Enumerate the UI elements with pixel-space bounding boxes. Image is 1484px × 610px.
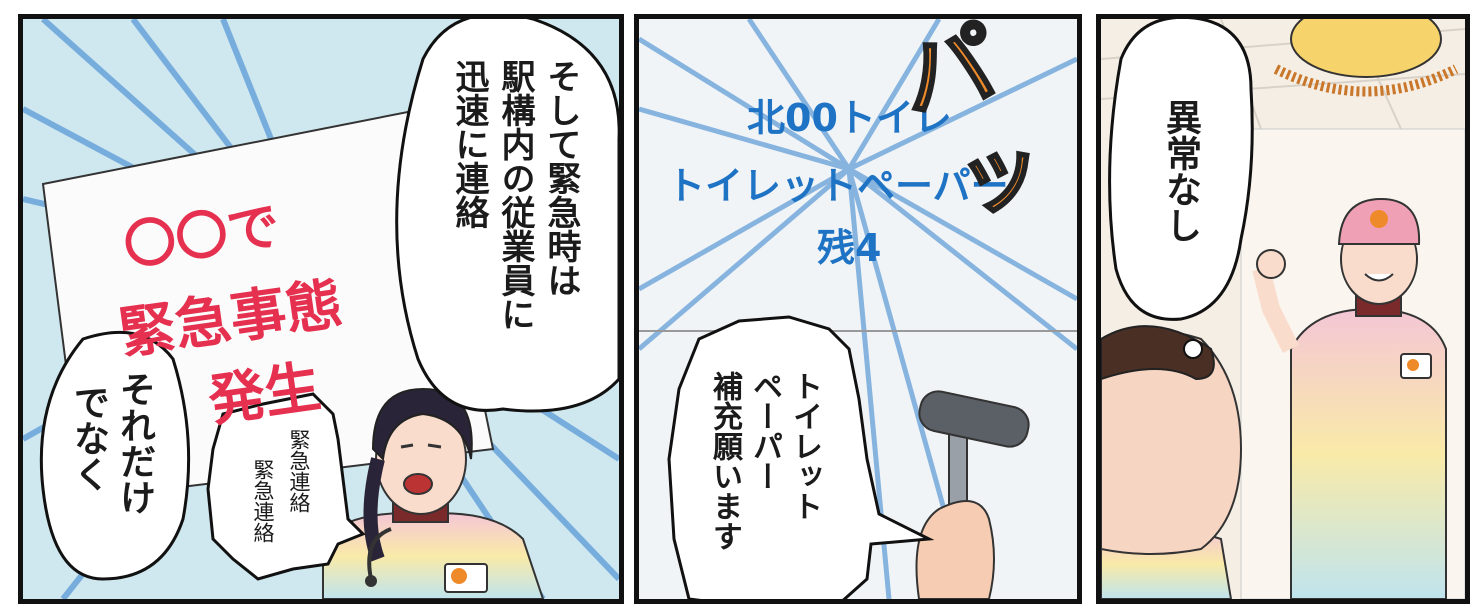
bubble-handset-col-3: 補充願います: [707, 371, 742, 551]
foreground-man: [1101, 325, 1243, 599]
panel-3-art: [1101, 19, 1465, 599]
comic-panel-3: 異常なし: [1096, 14, 1470, 604]
bubble-left-col-1: それだけ: [114, 371, 155, 515]
thought-bubble: [1108, 19, 1254, 321]
display-line-1: 北00トイレ: [747, 96, 952, 140]
thought-bubble-text: 異常なし: [1160, 99, 1201, 243]
speech-bubble-handset: [667, 315, 935, 599]
speech-bubble-urgent: [206, 392, 366, 581]
microphone-icon: [365, 575, 377, 587]
comic-panel-2: 北00トイレ トイレットペーパー 残4 パ ッ トイレット ペーパー 補充願いま…: [634, 14, 1082, 604]
bubble-left-col-2: でなく: [68, 384, 109, 492]
panel-1-art: [23, 19, 619, 599]
sign-line-3: 発生: [204, 354, 325, 435]
worker-ok-sign: [1252, 197, 1447, 599]
comic-panel-1: 〇〇で 緊急事態 発生 そして緊急時は 駅構内の従業員に 迅速に連絡 それだけ …: [18, 14, 624, 604]
panel-2-art: [639, 19, 1077, 599]
speech-bubble-main: [395, 19, 619, 413]
mop-head: [1273, 19, 1459, 97]
bubble-main-col-1: そして緊急時は: [541, 59, 581, 297]
speech-bubble-left: [39, 330, 191, 581]
handset-hand: [915, 390, 1030, 599]
bubble-urgent-col-2: 緊急連絡: [251, 459, 275, 543]
bubble-main-col-2: 駅構内の従業員に: [495, 59, 535, 331]
sfx-tsu: ッ: [950, 118, 1050, 230]
bubble-urgent-col-1: 緊急連絡: [287, 429, 311, 513]
display-line-3: 残4: [817, 226, 882, 270]
bubble-handset-col-1: トイレット: [787, 371, 822, 521]
bubble-main-col-3: 迅速に連絡: [449, 59, 489, 229]
bubble-handset-col-2: ペーパー: [747, 371, 782, 491]
display-line-2: トイレットペーパー: [667, 164, 1009, 208]
